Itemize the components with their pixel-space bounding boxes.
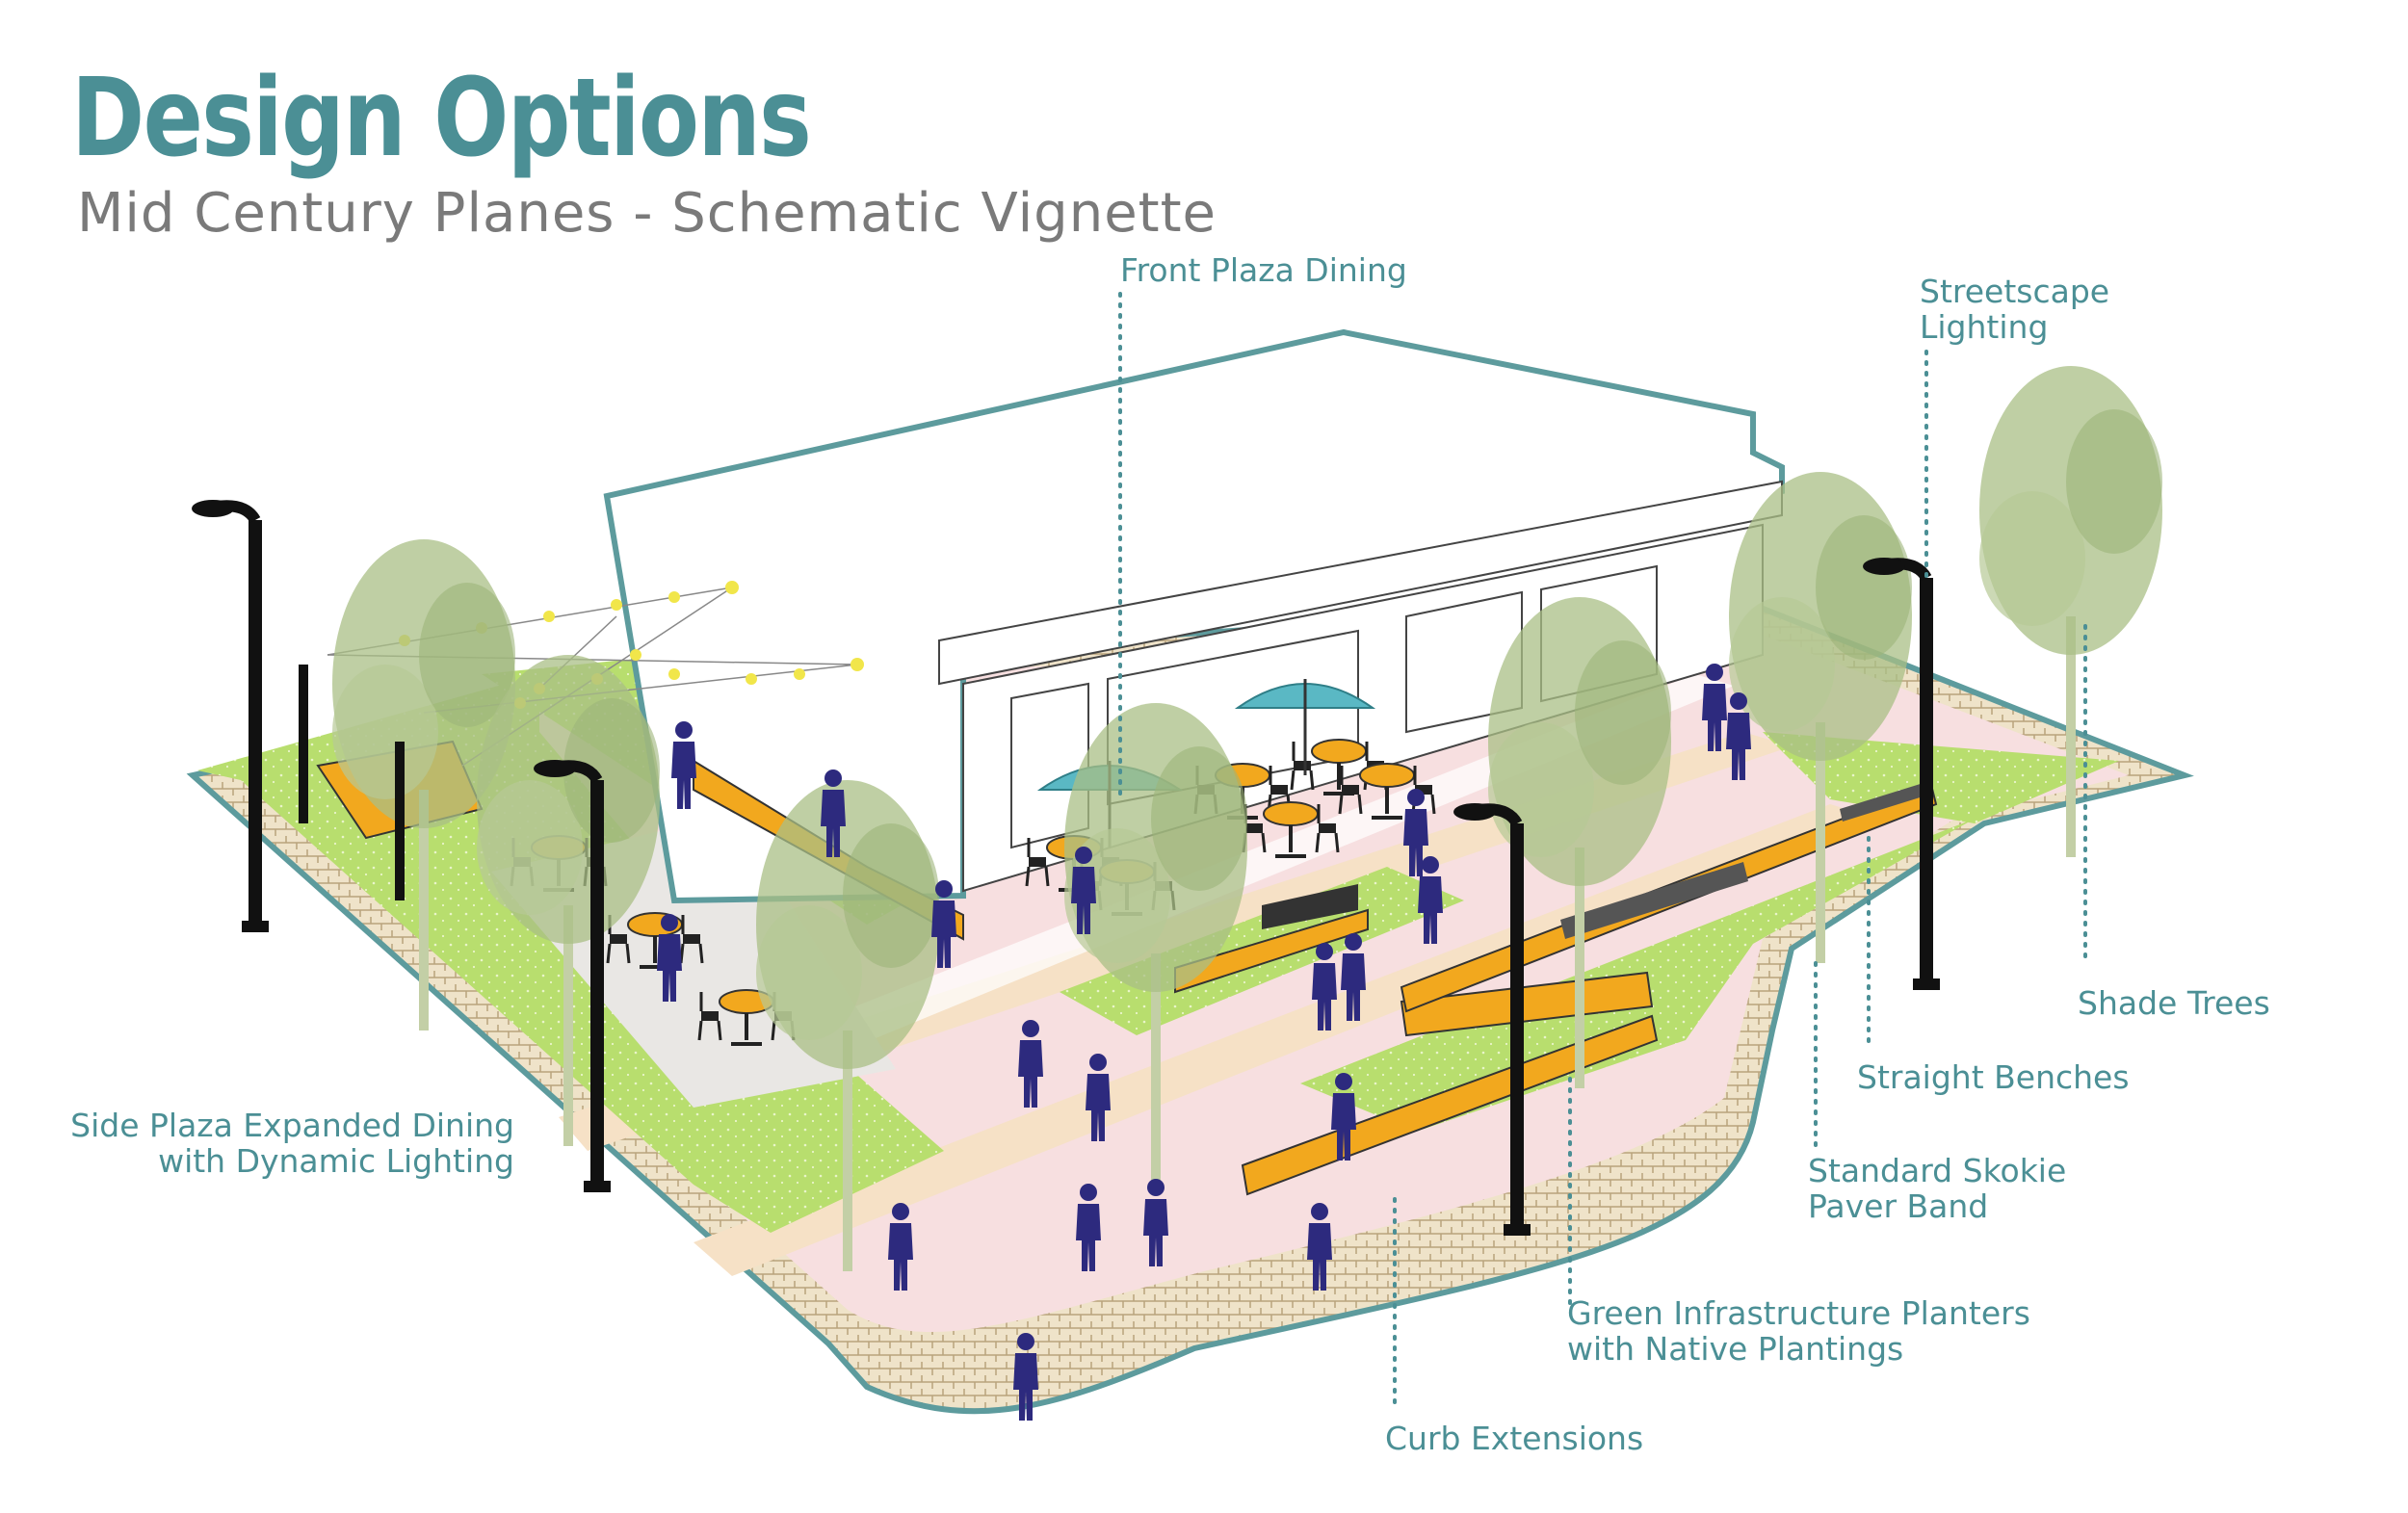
page-subtitle: Mid Century Planes - Schematic Vignette: [77, 182, 1217, 245]
callout-green-infrastructure-planters: Green Infrastructure Planters with Nativ…: [1567, 1295, 2030, 1367]
callout-line: Straight Benches: [1857, 1058, 2130, 1096]
page-title: Design Options: [71, 56, 812, 181]
callout-line: Shade Trees: [2078, 984, 2270, 1022]
callout-line: Front Plaza Dining: [1120, 251, 1407, 289]
callout-curb-extensions: Curb Extensions: [1385, 1421, 1643, 1456]
callout-line: Standard Skokie: [1808, 1152, 2067, 1189]
callout-side-plaza-expanded-dining: Side Plaza Expanded Dining with Dynamic …: [70, 1108, 514, 1179]
callout-line: Side Plaza Expanded Dining: [70, 1107, 514, 1144]
callout-line: Streetscape: [1920, 273, 2110, 310]
light-pole-icon: [192, 500, 1940, 1236]
callout-streetscape-lighting: Streetscape Lighting: [1920, 274, 2109, 345]
callout-straight-benches: Straight Benches: [1857, 1059, 2130, 1095]
callout-shade-trees: Shade Trees: [2078, 985, 2270, 1021]
leader-lines: [1118, 292, 2087, 1413]
callout-line: with Native Plantings: [1567, 1330, 1904, 1368]
callout-front-plaza-dining: Front Plaza Dining: [1120, 252, 1407, 288]
callout-line: Green Infrastructure Planters: [1567, 1294, 2030, 1332]
callout-line: with Dynamic Lighting: [158, 1142, 514, 1180]
callout-line: Lighting: [1920, 308, 2049, 346]
callout-line: Curb Extensions: [1385, 1420, 1644, 1457]
callout-standard-skokie-paver-band: Standard Skokie Paver Band: [1808, 1153, 2066, 1224]
callout-line: Paver Band: [1808, 1187, 1989, 1225]
